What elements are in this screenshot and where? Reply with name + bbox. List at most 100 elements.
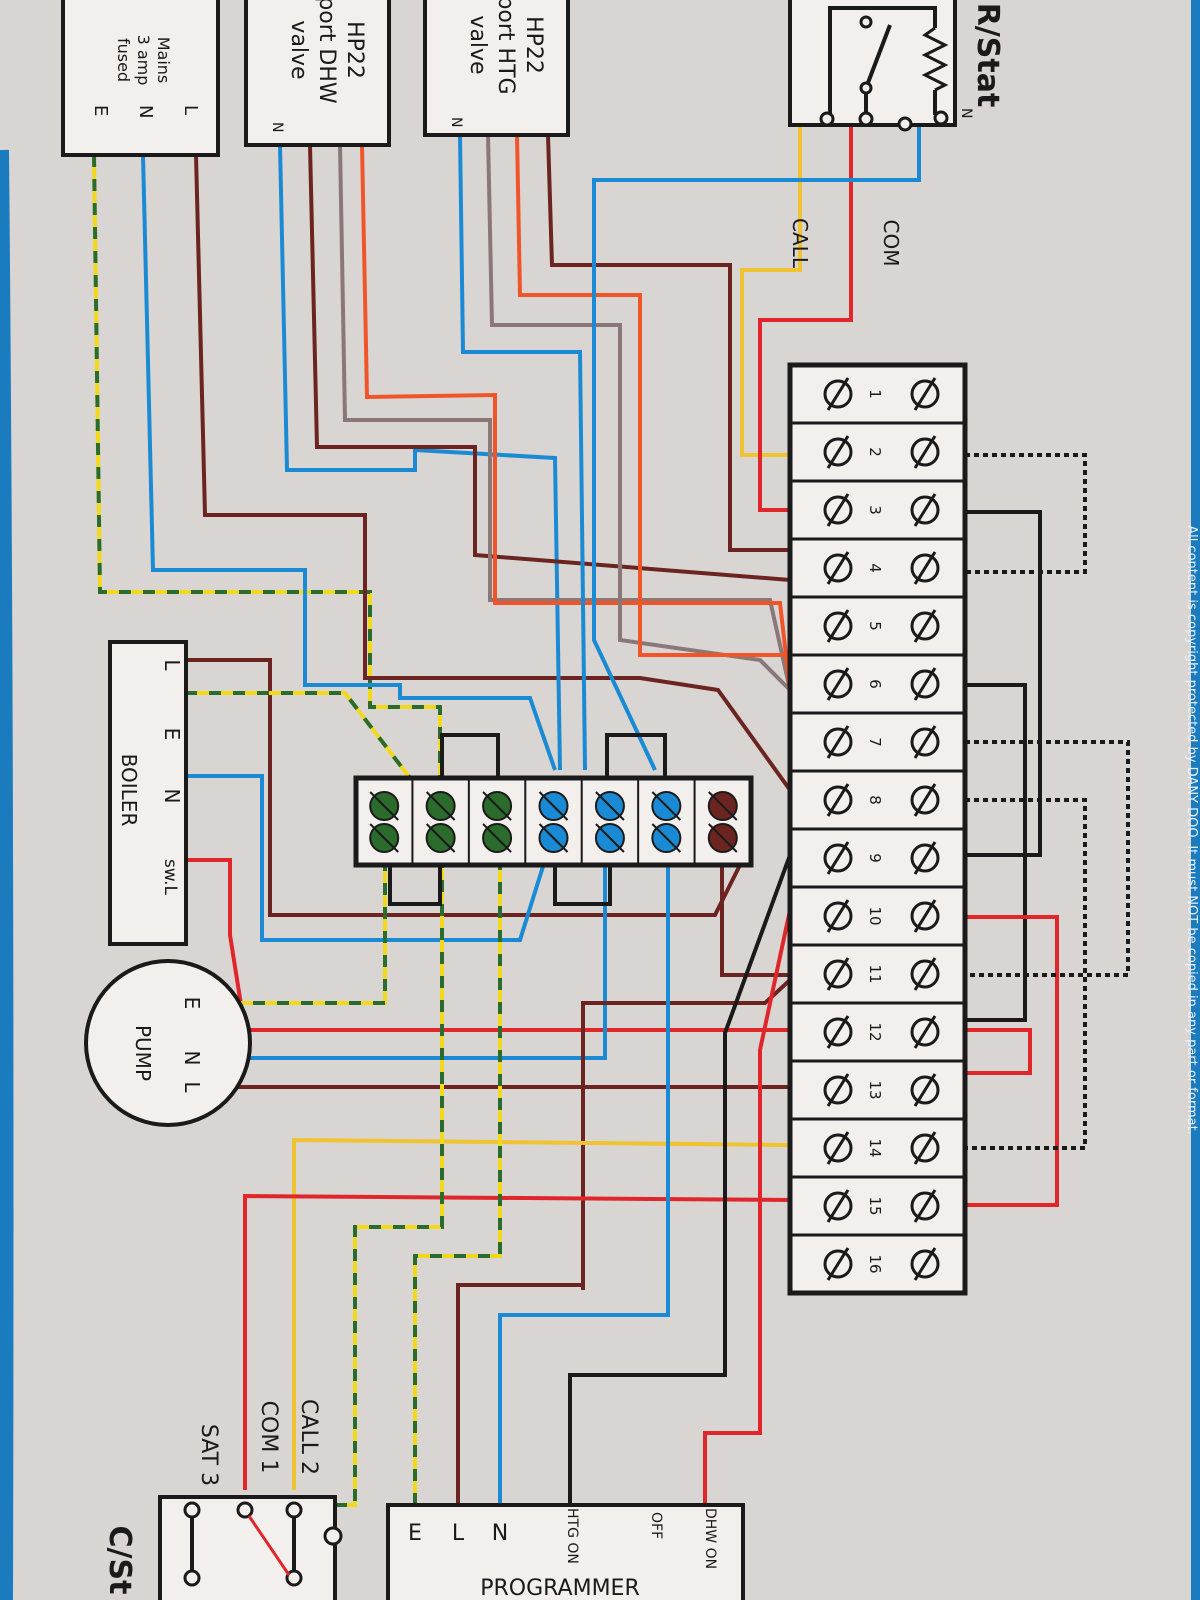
- wc-terminal-number: 16: [866, 1254, 884, 1273]
- wc-terminal-number: 6: [866, 679, 884, 689]
- wc-terminal-number: 9: [866, 853, 884, 863]
- htg-valve-terminal-n: N: [448, 117, 464, 127]
- link-12-13: [965, 1028, 1032, 1075]
- mains-label-3: fused: [114, 38, 133, 82]
- wc-terminal-13: 13: [790, 1059, 965, 1107]
- screw-icon: [910, 843, 940, 873]
- wire-rstat-com: [758, 120, 853, 512]
- screw-icon: [823, 1191, 853, 1221]
- link-6-12: [965, 683, 1027, 1022]
- mains-label-2: 3 amp: [134, 35, 153, 86]
- wire-block-live-wc: [720, 865, 790, 977]
- wc-terminal-number: 2: [866, 447, 884, 457]
- wc-terminal-number: 1: [866, 389, 884, 399]
- wc-terminal-11: 11: [790, 943, 965, 991]
- connector-block: [353, 775, 754, 868]
- wire-dhw-neutral: [278, 144, 562, 771]
- mains-terminal-n: N: [135, 105, 156, 118]
- wire-boiler-neutral: [185, 774, 547, 942]
- dhw-valve: HP22 port DHW valve N: [244, 0, 391, 147]
- boiler: L E N sw.L BOILER: [108, 640, 188, 946]
- wire-htg-neutral: [458, 134, 587, 771]
- wc-terminal-7: 7: [790, 711, 965, 759]
- connector-earth-1: [369, 791, 400, 853]
- cstat-terminal-sat3: SAT 3: [196, 1424, 221, 1486]
- screw-icon: [823, 1249, 853, 1279]
- wc-terminal-number: 13: [866, 1080, 884, 1099]
- screw-icon: [823, 495, 853, 525]
- prog-terminal-n: N: [492, 1521, 508, 1546]
- rstat-call-label: CALL: [788, 218, 812, 269]
- screw-icon: [823, 553, 853, 583]
- prog-terminal-l: L: [452, 1521, 465, 1546]
- screw-icon: [823, 1133, 853, 1163]
- wire-mains-earth-stripe: [92, 154, 442, 778]
- wc-terminal-4: 4: [790, 537, 965, 585]
- connector-neutral-5: [580, 778, 625, 865]
- screw-icon: [910, 1075, 940, 1105]
- prog-terminal-off: OFF: [648, 1512, 664, 1539]
- wc-terminal-number: 15: [866, 1196, 884, 1215]
- wire-prog-neutral: [498, 865, 670, 1505]
- wc-terminal-number: 11: [866, 964, 884, 983]
- screw-icon: [823, 669, 853, 699]
- connector-earth-3: [467, 778, 513, 865]
- rstat-terminal-n: N: [958, 108, 974, 118]
- wc-terminal-15: 15: [790, 1175, 965, 1223]
- dhw-valve-terminal-n: N: [269, 122, 285, 132]
- screw-icon: [823, 901, 853, 931]
- prog-terminal-e: E: [408, 1521, 422, 1546]
- left-border-line: [0, 149, 14, 1600]
- wire-prog-live: [581, 978, 792, 1290]
- dhw-valve-label-2: port DHW: [314, 0, 339, 104]
- screw-icon: [910, 379, 940, 409]
- wire-prog-earth-stripe: [413, 865, 502, 1505]
- wire-dhw-brown: [308, 144, 791, 582]
- wc-terminal-6: 6: [790, 653, 965, 701]
- screw-icon: [823, 437, 853, 467]
- wire-mains-neutral: [141, 154, 557, 771]
- dotted-link-7-11: [965, 740, 1130, 977]
- mains-terminal-e: E: [90, 105, 111, 116]
- rstat-label: R/Stat: [970, 3, 1005, 108]
- copyright-note: All content is copyright protected by DA…: [1184, 525, 1199, 1135]
- wire-htg-grey: [486, 134, 792, 692]
- connector-neutral-6: [637, 778, 682, 865]
- wire-boiler-earth-stripe: [185, 691, 412, 780]
- dhw-valve-label-1: HP22: [342, 21, 367, 79]
- screw-icon: [910, 1133, 940, 1163]
- screw-icon: [823, 843, 853, 873]
- jumper-neutral-top: [605, 733, 667, 778]
- wire-rstat-neutral: [592, 120, 921, 771]
- wc-terminal-5: 5: [790, 595, 965, 643]
- switch-icon: [864, 24, 892, 89]
- boiler-terminal-n: N: [160, 789, 184, 804]
- screw-icon: [910, 553, 940, 583]
- htg-valve-label-2: port HTG: [493, 0, 518, 95]
- screw-icon: [910, 611, 940, 641]
- pump-terminal-l: L: [180, 1081, 204, 1093]
- mains-label-1: Mains: [154, 37, 173, 84]
- wire-pump-earth-stripe: [205, 865, 387, 1005]
- wc-terminal-number: 4: [866, 563, 884, 573]
- wire-cstat-com: [243, 1193, 791, 1490]
- link-10-15: [965, 915, 1059, 1207]
- programmer-label: PROGRAMMER: [480, 1576, 640, 1600]
- screw-icon: [910, 959, 940, 989]
- screw-icon: [910, 1191, 940, 1221]
- link-3-9: [965, 510, 1042, 857]
- wire-programmer-live: [456, 1283, 583, 1505]
- screw-icon: [910, 901, 940, 931]
- wc-terminal-14: 14: [790, 1117, 965, 1165]
- connector-earth-2: [411, 778, 456, 865]
- wc-terminal-1: 1: [823, 377, 940, 411]
- wc-terminal-number: 12: [866, 1022, 884, 1041]
- wc-terminal-2: 2: [790, 421, 965, 469]
- wc-terminal-number: 3: [866, 505, 884, 515]
- boiler-label: BOILER: [117, 754, 141, 827]
- boiler-terminal-l: L: [160, 659, 184, 671]
- screw-icon: [823, 611, 853, 641]
- cstat-label: C/St: [102, 1526, 137, 1595]
